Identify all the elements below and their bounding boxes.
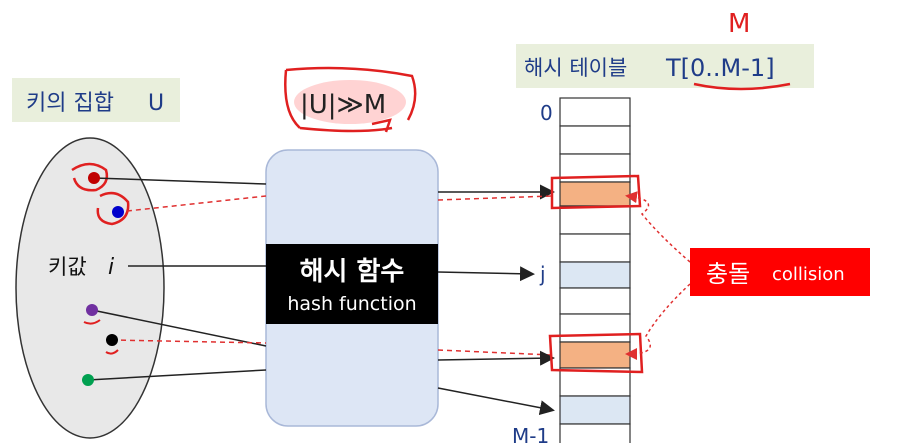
index-last: M-1 — [512, 424, 549, 443]
key-value-label: 키값 — [48, 255, 87, 279]
annotation-m: M — [728, 9, 750, 39]
collision-pointer-bottom — [625, 283, 691, 360]
collision-pointer-top — [625, 191, 691, 263]
hash-table — [559, 97, 631, 447]
table-title-symbol: T[0..M-1] — [665, 54, 775, 82]
table-cell — [559, 97, 631, 127]
key-universe-ellipse — [15, 137, 165, 439]
index-j: j — [539, 262, 546, 286]
collision-badge — [690, 248, 870, 296]
dashed-to-collision-1 — [437, 195, 553, 201]
arrow-to-collision-2 — [437, 350, 555, 366]
line-key-black — [111, 339, 267, 344]
collision-mark-1 — [550, 174, 642, 210]
circle-annotation-1 — [71, 162, 109, 192]
key-set-symbol: U — [148, 91, 164, 116]
underline-mark-2 — [105, 349, 119, 355]
key-dot-red — [88, 172, 100, 184]
line-key-purple — [91, 309, 267, 347]
collision-ko: 충돌 — [706, 260, 750, 288]
table-cell — [559, 313, 631, 343]
collision-mark-2 — [548, 332, 644, 374]
annotation-highlight — [294, 80, 406, 124]
table-cell — [559, 125, 631, 155]
table-cell-j — [559, 261, 631, 289]
underline-mark-1 — [83, 319, 101, 325]
key-dot-black — [106, 334, 118, 346]
key-dot-blue — [112, 206, 124, 218]
dashed-to-collision-2 — [437, 349, 553, 356]
key-value-symbol: i — [108, 255, 114, 280]
line-key-green — [87, 369, 267, 381]
key-set-label-bg — [12, 78, 180, 122]
table-cell — [559, 233, 631, 263]
hash-function-title: 해시 함수 — [300, 257, 405, 287]
index-first: 0 — [540, 101, 553, 125]
table-cell-last — [559, 395, 631, 425]
key-dot-green — [82, 374, 94, 386]
hash-function-band — [266, 244, 438, 324]
circle-annotation-2 — [96, 191, 130, 226]
table-title-bg — [516, 44, 814, 88]
arrow-to-last — [437, 387, 555, 416]
annotation-box — [284, 66, 417, 133]
line-key-red — [93, 177, 267, 185]
line-key-blue — [117, 195, 267, 213]
table-cell — [559, 205, 631, 235]
annotation-relation: |U|≫M — [300, 90, 386, 120]
key-dot-purple — [86, 304, 98, 316]
hash-function-subtitle: hash function — [287, 293, 416, 315]
key-set-label: 키의 집합 — [26, 91, 114, 116]
table-cell-collision — [559, 341, 631, 369]
table-title-ko: 해시 테이블 — [524, 56, 627, 80]
table-cell-collision — [559, 181, 631, 207]
title-underline — [693, 82, 791, 91]
arrow-to-j — [437, 266, 535, 282]
table-cell — [559, 423, 631, 447]
table-cell — [559, 287, 631, 315]
collision-en: collision — [772, 264, 845, 285]
